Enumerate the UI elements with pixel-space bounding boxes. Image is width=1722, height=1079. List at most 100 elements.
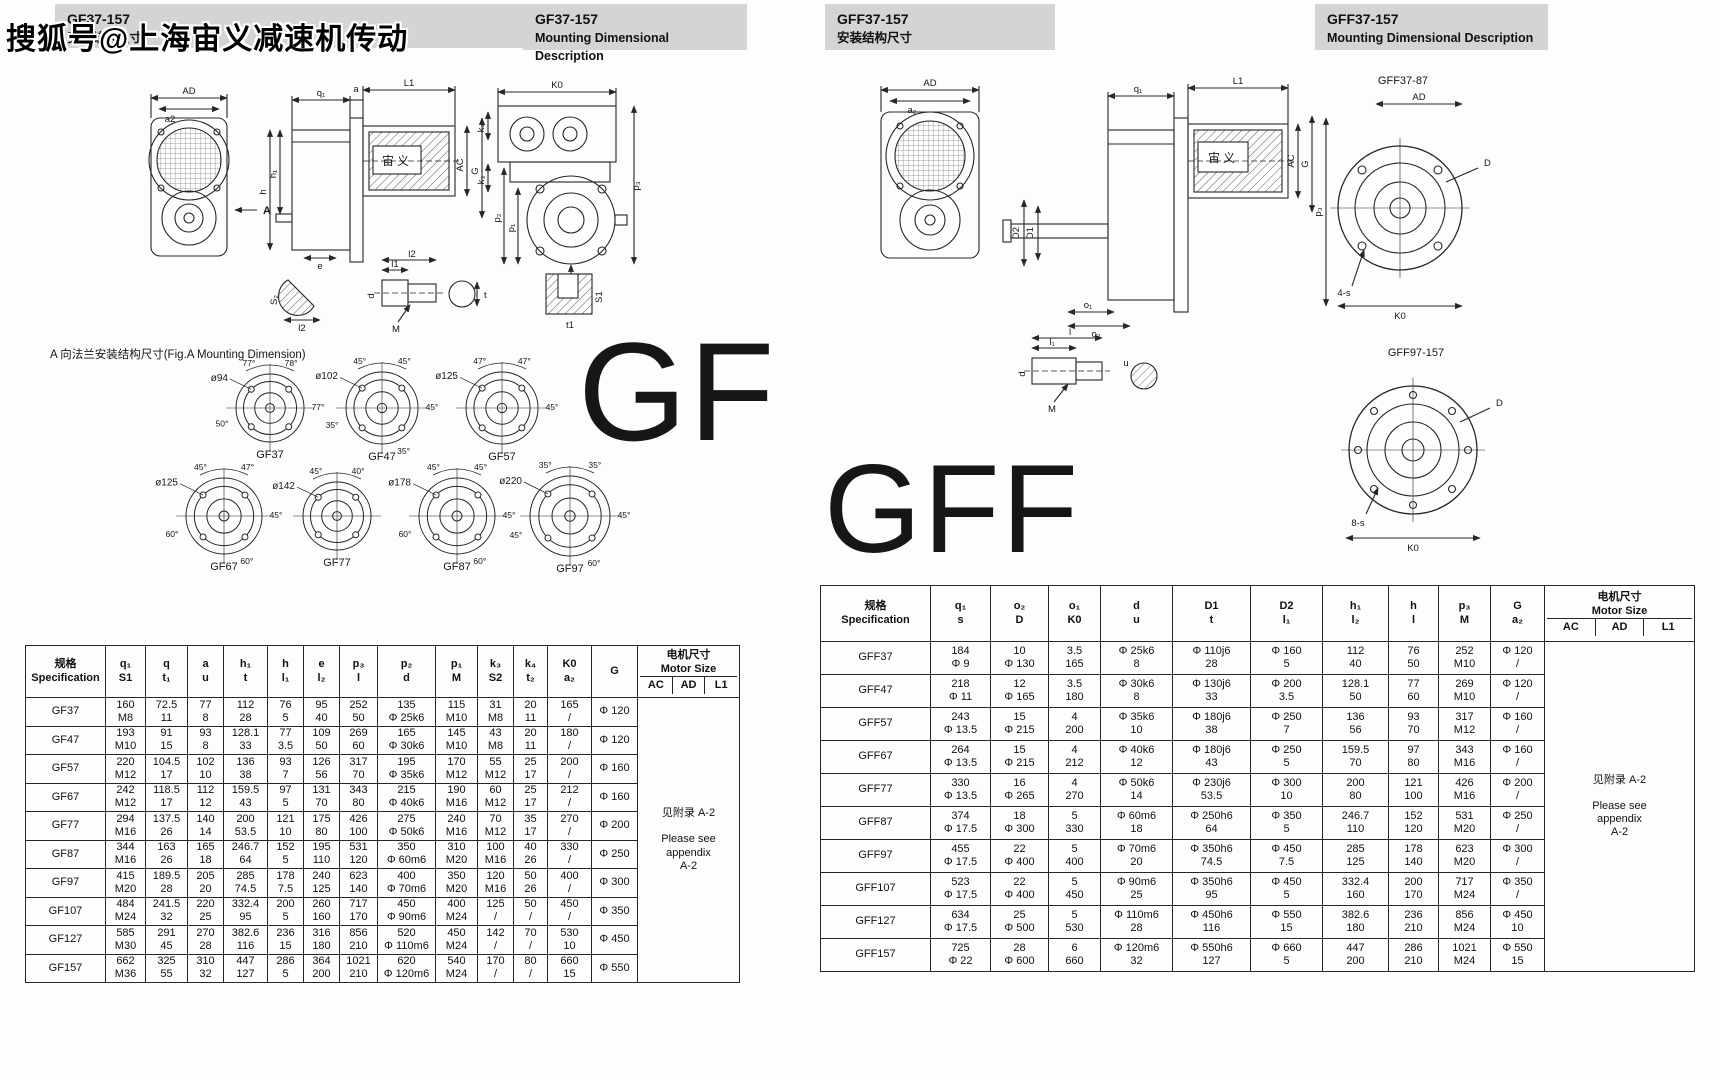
spec-cell: GF57 [25,754,106,784]
dim-cell: Φ 160/ [1490,740,1545,774]
dim-label-G: G [470,167,481,174]
spec-cell: GF37 [25,697,106,727]
dim-label-k3: k₃ [476,176,487,185]
flange-angle-label: 45° [398,356,411,366]
dim-label-M: M [392,324,400,335]
dim-cell: Φ 160 [591,782,638,812]
flange-angle-label: 35° [539,460,552,470]
header-model: GF37-157 [67,11,131,27]
spec-cell: GF97 [25,868,106,898]
motor-subcol-AC: AC [647,678,664,691]
dim-label-e: e [317,261,322,272]
flange-angle-label: 60° [240,556,253,566]
spec-cell: GF127 [25,925,106,955]
motor-subcol-L1: L1 [1643,618,1692,636]
dim-cell: Φ 450 [591,925,638,955]
dim-cell: Φ 120 [591,697,638,727]
gff-side-view [1002,84,1316,330]
dim-cell: Φ 550 [591,953,638,983]
flange-angle-label: 45° [546,402,559,412]
dim-label-4s: 4-s [1337,288,1350,299]
flange-angle-label: 60° [473,556,486,566]
flange-name-label: GF67 [210,561,238,573]
header-gff-cn: GFF37-157 安装结构尺寸 [825,4,1055,50]
flange-angle-label: 45° [510,530,523,540]
spec-cell: GF77 [25,811,106,841]
dim-label-d: d [366,293,377,298]
dim-cell: Φ 160/ [1490,707,1545,741]
dim-cell: Φ 120/ [1490,674,1545,708]
dim-label-K0: K0 [1407,543,1419,554]
dim-label-S1: S1 [594,291,605,303]
dim-label-l1: l₁ [1049,337,1054,348]
gf-front-view [148,94,257,257]
dim-cell: Φ 160 [591,754,638,784]
flange-name-label: GF77 [323,557,351,569]
dim-label-p3: p₃ [631,181,642,190]
flange-angle-label: 45° [503,510,516,520]
dim-label-a: a [353,84,359,95]
dim-label-h: h [258,189,269,194]
spec-cell: GF67 [25,782,106,812]
gf-mounted-view [484,88,638,276]
dim-cell: 450/ [547,896,592,926]
